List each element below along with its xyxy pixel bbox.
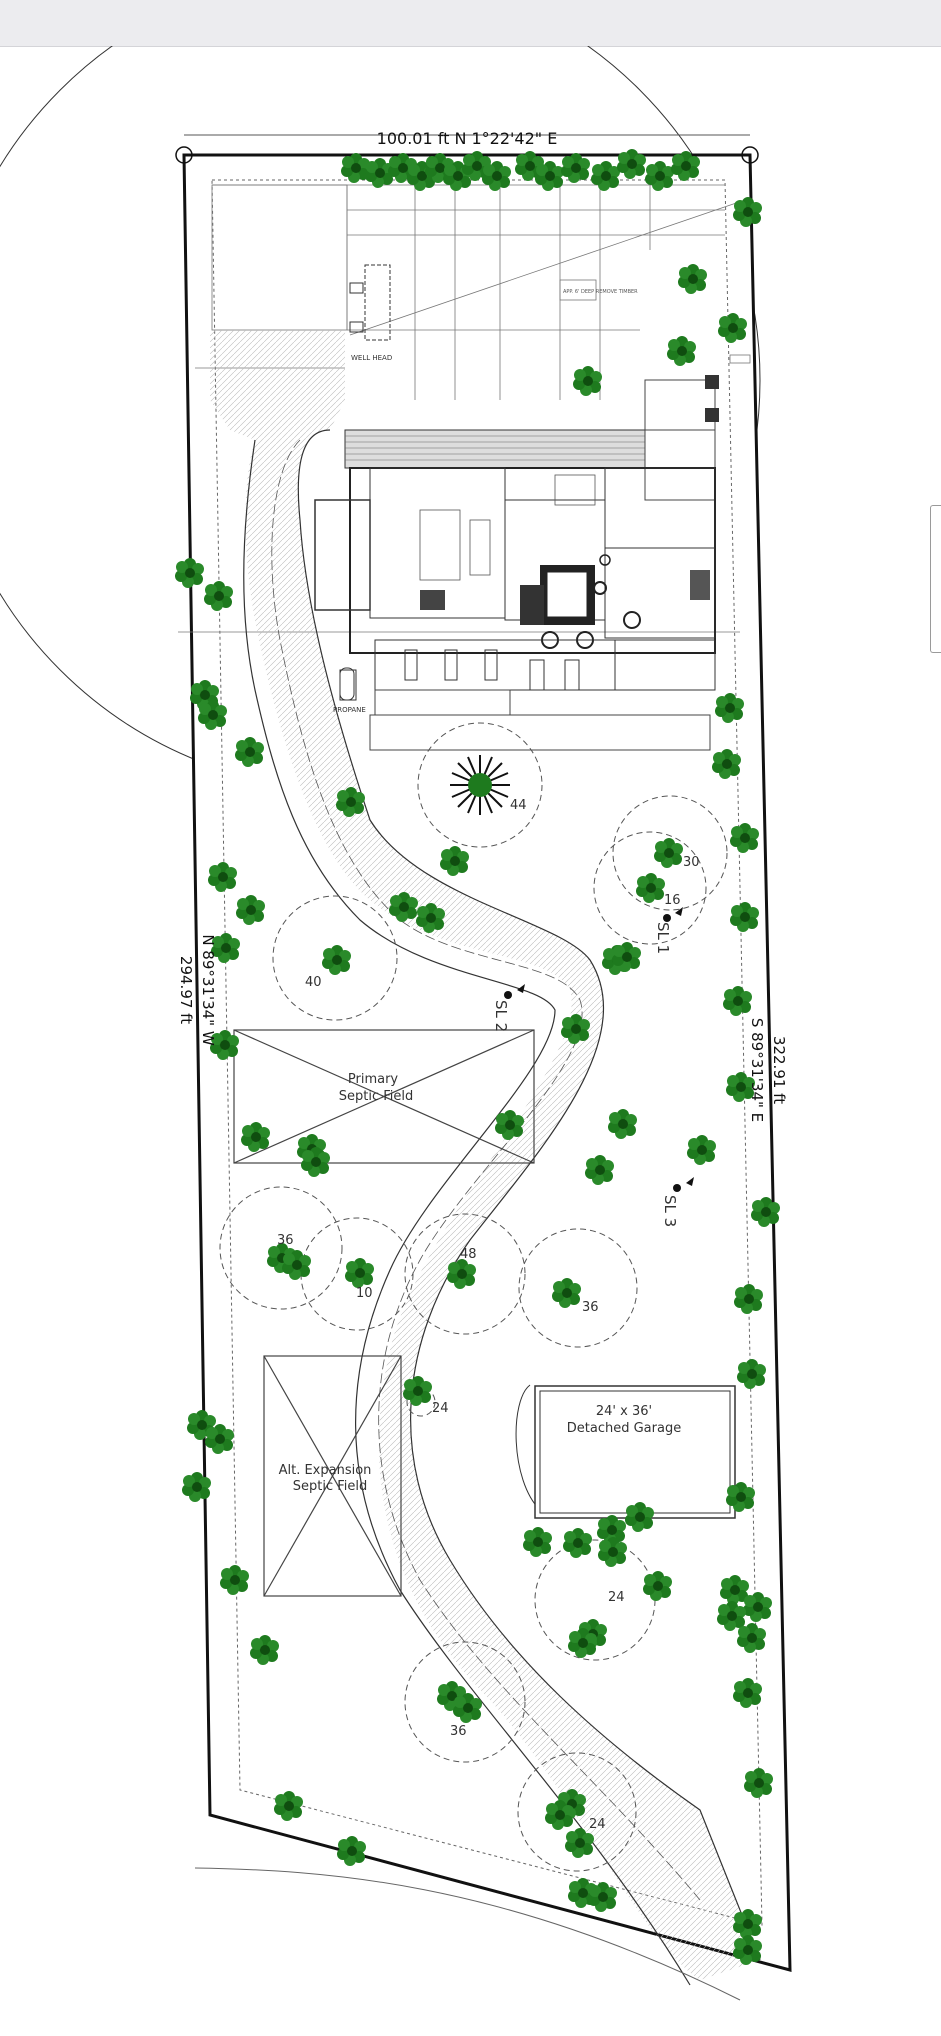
east-length-label: 322.91 ft [770,1036,788,1104]
west-length-label: 294.97 ft [177,956,195,1024]
alt-septic-label-1: Alt. Expansion [279,1463,372,1478]
gravel-driveway [210,330,760,1980]
primary-septic-label-2: Septic Field [339,1089,414,1104]
tree-size-label: 36 [582,1300,599,1315]
primary-septic-field [233,1029,535,1164]
tree-size-label: 36 [277,1233,294,1248]
survey-flag-icon [504,907,694,1192]
feature-tree-icon [417,722,543,848]
survey-point-sl2: SL 2 [492,1000,510,1032]
note-label: APP. 6' DEEP REMOVE TIMBER [563,289,638,295]
tree-size-label: 36 [450,1724,467,1739]
tree-size-label: 24 [608,1590,625,1605]
alt-septic-label-2: Septic Field [293,1479,368,1494]
side-panel-tab[interactable] [930,505,941,653]
tree-size-label: 48 [460,1247,477,1262]
well-head-label: WELL HEAD [351,354,392,362]
site-plan: 100.01 ft N 1°22'42" E 294.97 ft N 89°31… [0,46,792,2001]
tree-size-label: 24 [432,1401,449,1416]
propane-label: PROPANE [333,706,366,714]
alt-septic-field [263,1355,402,1597]
tree-size-label: 24 [589,1817,606,1832]
tree-size-label: 16 [664,893,681,908]
tree-size-label: 10 [356,1286,373,1301]
east-bearing-label: S 89°31'34" E [748,1018,766,1122]
tree-size-label: 40 [305,975,322,990]
survey-point-sl1: SL 1 [654,922,672,954]
west-bearing-label: N 89°31'34" W [199,934,217,1046]
tree-size-label: 30 [683,855,700,870]
tree-size-label: 44 [510,798,527,813]
propane-tank [339,667,355,701]
garage-size-label: 24' x 36' [596,1404,652,1419]
viewer-toolbar [0,0,941,47]
house-floor-plan [314,264,719,751]
primary-septic-label-1: Primary [348,1072,399,1087]
survey-point-sl3: SL 3 [661,1195,679,1227]
garage-label: Detached Garage [567,1421,681,1436]
north-boundary-label: 100.01 ft N 1°22'42" E [377,129,558,148]
